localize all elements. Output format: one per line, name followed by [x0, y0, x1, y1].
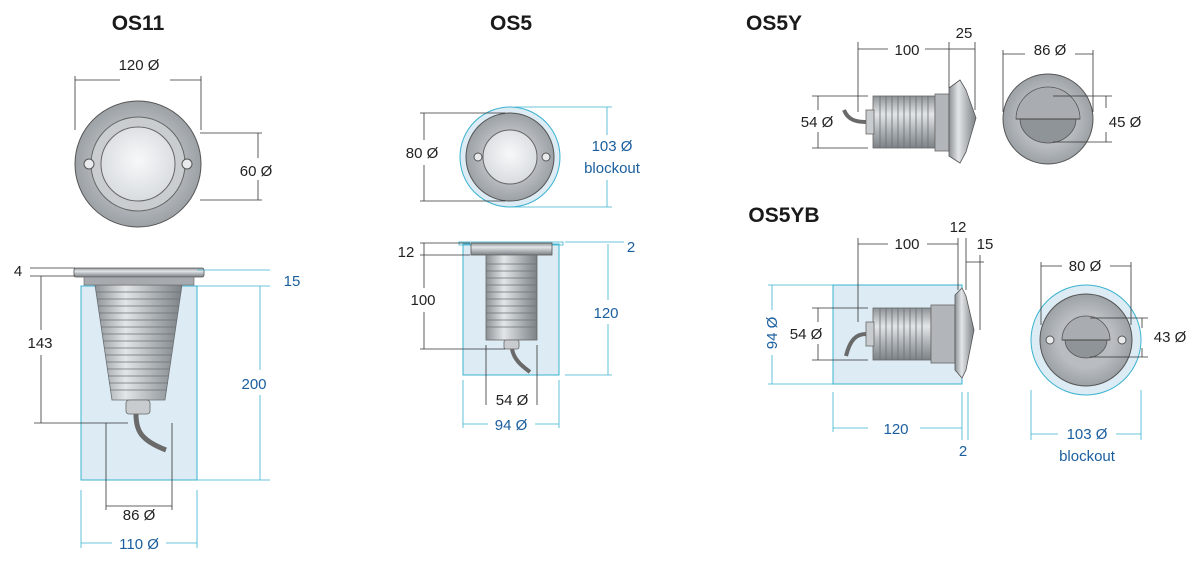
os5-body-h-label: 100 — [410, 292, 435, 309]
os5yb-side-view — [832, 284, 975, 385]
os5-dia-face-label: 80 Ø — [406, 145, 439, 162]
os11-dim-lines — [74, 76, 262, 201]
os5y-title: OS5Y — [746, 12, 802, 35]
os5-blockout-depth-label: 120 — [593, 305, 618, 322]
os5-blockout-word-label: blockout — [584, 160, 641, 177]
os5-gap-label: 2 — [627, 239, 635, 256]
os11-group: OS11 120 Ø 60 Ø — [14, 12, 301, 553]
os5yb-blockout-word-label: blockout — [1059, 448, 1116, 465]
os5yb-opening-label: 43 Ø — [1154, 329, 1187, 346]
os5yb-sleeve-len-label: 120 — [883, 421, 908, 438]
os5yb-face-label: 12 — [950, 219, 967, 236]
os11-depth-body-label: 143 — [27, 335, 52, 352]
os5-side-dims — [420, 241, 624, 428]
os11-side-dims — [30, 267, 270, 548]
os5y-front-view — [1002, 73, 1094, 165]
os5y-group: OS5Y 100 25 — [746, 12, 1142, 165]
os5yb-length-label: 100 — [894, 236, 919, 253]
os11-collar-label: 15 — [284, 273, 301, 290]
os5yb-sleeve-h-label: 94 Ø — [764, 316, 781, 349]
os5y-dia-body-label: 54 Ø — [801, 114, 834, 131]
os5-blockout-dia-label: 103 Ø — [592, 138, 633, 155]
os5y-opening-label: 45 Ø — [1109, 114, 1142, 131]
os5y-face-label: 25 — [956, 25, 973, 42]
os5yb-blockout-dia-label: 103 Ø — [1067, 426, 1108, 443]
os11-side-view — [73, 267, 205, 481]
os5yb-dia-body-label: 54 Ø — [790, 326, 823, 343]
os5yb-front-view — [1030, 284, 1142, 396]
os5y-side-view — [842, 79, 977, 164]
os11-base-dia-label: 86 Ø — [123, 507, 156, 524]
os5-top-dims — [420, 106, 612, 208]
os5-body-dia-label: 54 Ø — [496, 392, 529, 409]
os5yb-face-dia-label: 80 Ø — [1069, 258, 1102, 275]
os5y-face-dia-label: 86 Ø — [1034, 42, 1067, 59]
os5y-front-dims — [1002, 50, 1112, 143]
os5y-side-dims — [812, 42, 976, 149]
os11-depth-top-label: 4 — [14, 263, 22, 280]
os5-top-view — [459, 106, 561, 208]
os5y-length-label: 100 — [894, 42, 919, 59]
os11-top-view — [74, 100, 202, 228]
os11-dia-top-label: 120 Ø — [119, 57, 160, 74]
os5-top-h-label: 12 — [398, 244, 415, 261]
os5yb-gap-label: 2 — [959, 443, 967, 460]
os5-side-view — [458, 241, 564, 376]
os5yb-side-dims — [768, 238, 984, 440]
os11-dia-lens-label: 60 Ø — [240, 163, 273, 180]
os5yb-collar-label: 15 — [977, 236, 994, 253]
os11-blockout-depth-label: 200 — [241, 376, 266, 393]
os11-blockout-dia-label: 110 Ø — [119, 536, 159, 553]
os5yb-group: OS5YB — [748, 204, 1186, 465]
os5-sleeve-dia-label: 94 Ø — [495, 417, 528, 434]
os11-title: OS11 — [112, 12, 165, 35]
os5-group: OS5 80 Ø 103 Ø blockout — [398, 12, 641, 434]
os5-title: OS5 — [490, 12, 532, 35]
os5yb-front-dims — [1030, 262, 1148, 440]
os5yb-title: OS5YB — [748, 204, 819, 227]
